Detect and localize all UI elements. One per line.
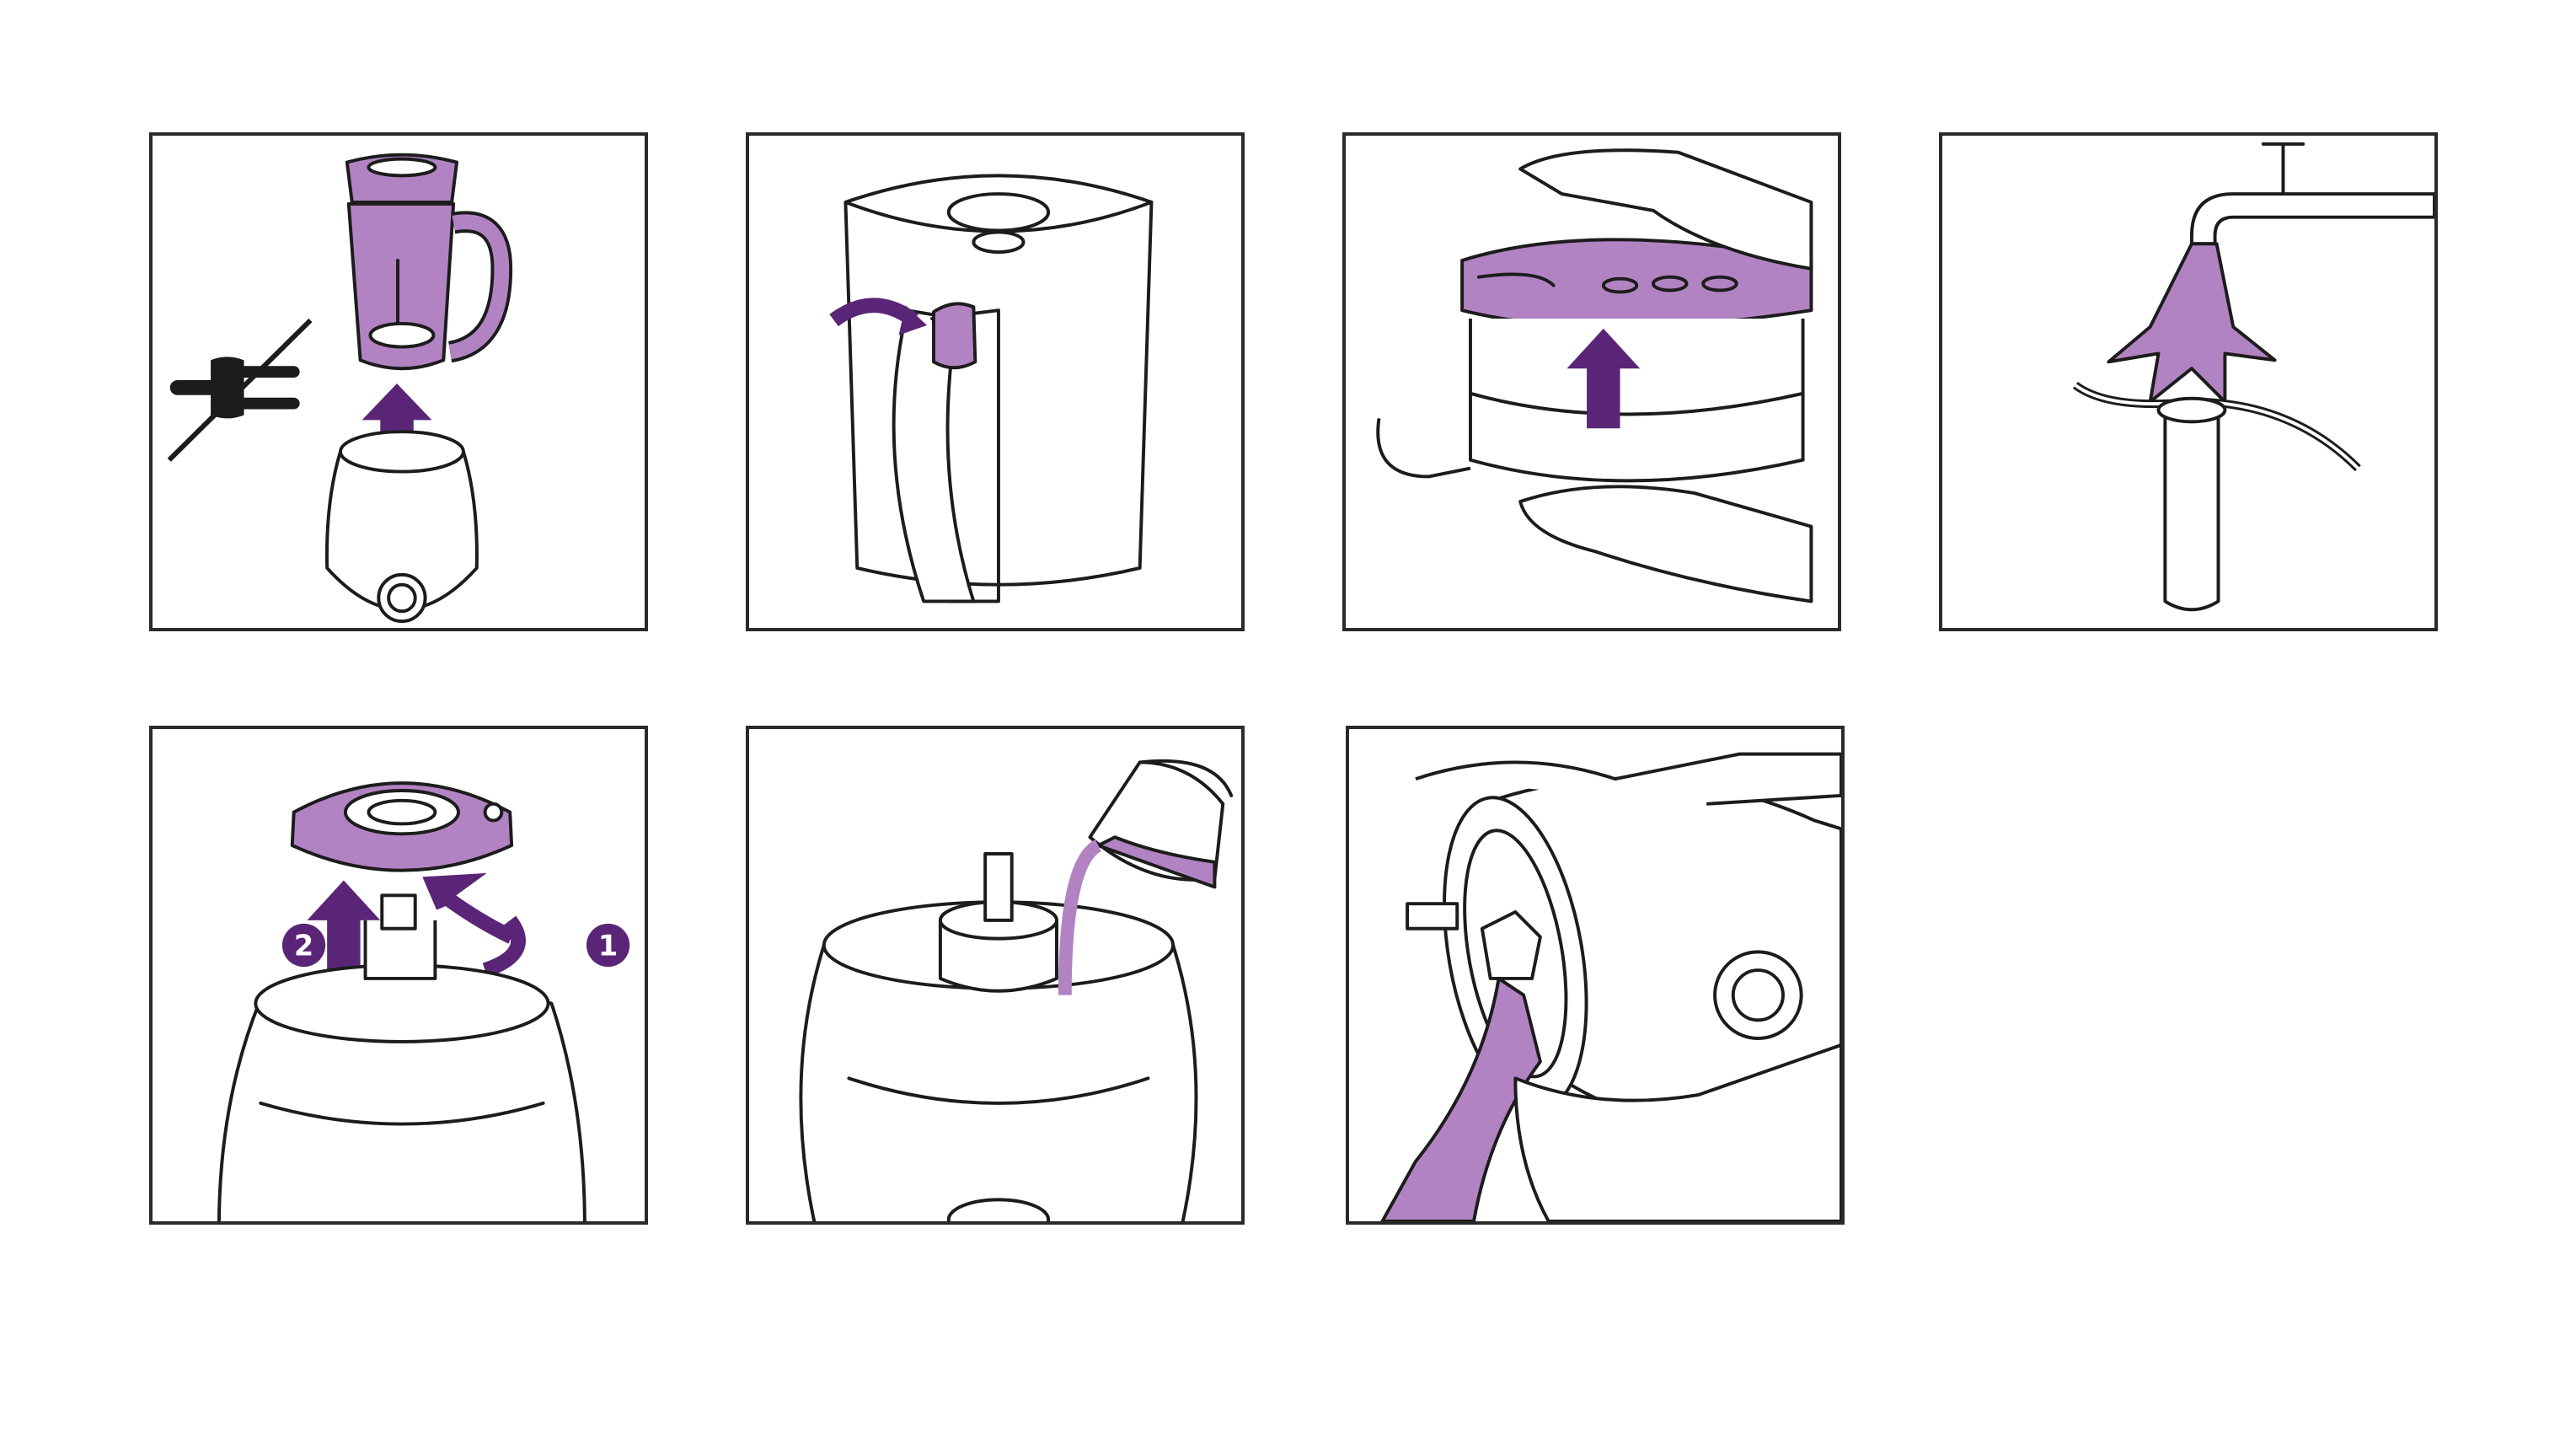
- empty-tank-icon: [1380, 752, 1841, 1221]
- step-panel-release-handle: [746, 132, 1245, 631]
- jar-lift-icon: [345, 153, 513, 371]
- empty-tank-illustration: [1380, 752, 1841, 1221]
- step-panel-rotate-lift-lid: 1 2: [149, 726, 648, 1225]
- step-badge-1: 1: [586, 923, 630, 968]
- rinse-blade-icon: [2072, 142, 2434, 612]
- handle-release-icon: [829, 174, 1154, 603]
- pour-water-illustration: [799, 759, 1234, 1221]
- step-panel-remove-insert: [1342, 132, 1841, 631]
- step-panel-rinse-blade: [1939, 132, 2438, 631]
- release-handle-illustration: [829, 174, 1154, 603]
- step-panel-empty-tank: [1346, 726, 1845, 1225]
- unplug-icon: [167, 318, 313, 462]
- rinse-blade-illustration: [2072, 142, 2434, 612]
- step-panel-pour-water: [746, 726, 1245, 1225]
- remove-insert-illustration: [1376, 148, 1813, 603]
- pour-water-icon: [799, 759, 1234, 1221]
- step-panel-unplug-lift-jar: [149, 132, 648, 631]
- lid-insert-remove-icon: [1376, 148, 1813, 603]
- svg-text:1: 1: [598, 929, 618, 962]
- svg-text:2: 2: [294, 929, 313, 962]
- lid-rotate-icon: [217, 781, 586, 1221]
- rotate-lift-lid-illustration: 1 2: [217, 781, 630, 1221]
- unplug-lift-jar-illustration: [167, 153, 513, 624]
- step-badge-2: 2: [281, 923, 326, 968]
